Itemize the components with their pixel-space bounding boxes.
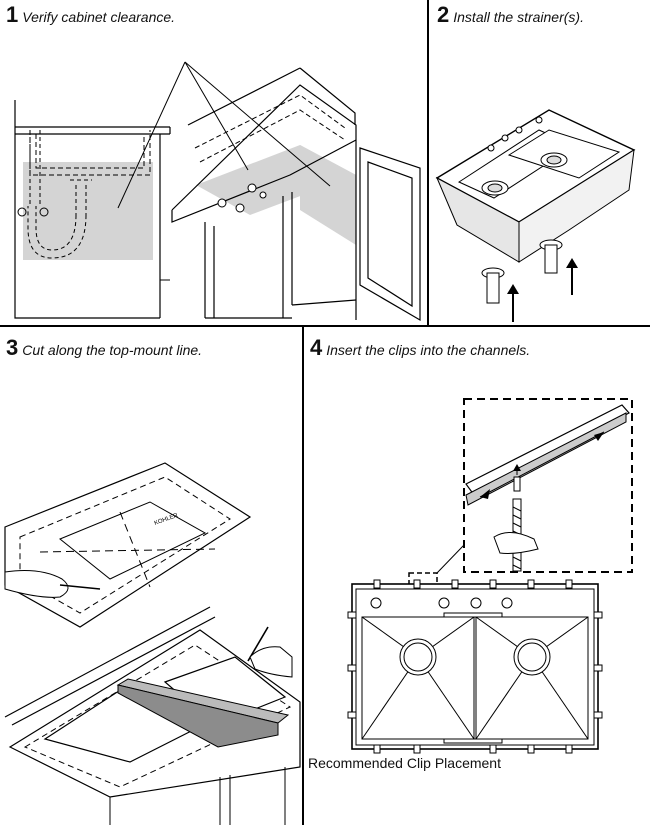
step-3-heading: 3 Cut along the top-mount line. [6,337,202,359]
step-4-text: Insert the clips into the channels. [326,342,531,358]
step-2-heading: 2 Install the strainer(s). [437,4,584,26]
cut-template-illustration: KOHLER [4,462,301,825]
cabinet-clearance-illustration [14,61,421,322]
step-3-panel: 3 Cut along the top-mount line. KOHLER [0,327,302,825]
divider-bottom-vertical [302,326,304,825]
step-1-heading: 1 Verify cabinet clearance. [6,4,175,26]
step-1-text: Verify cabinet clearance. [22,9,176,25]
step-2-panel: 2 Install the strainer(s). [429,0,650,325]
step-4-number: 4 [310,335,323,360]
step-2-text: Install the strainer(s). [453,9,584,25]
clip-placement-caption: Recommended Clip Placement [308,755,501,771]
divider-top-vertical [427,0,429,326]
clearance-zone-left [23,162,153,260]
step-4-heading: 4 Insert the clips into the channels. [310,337,530,359]
divider-horizontal [0,325,650,327]
step-1-number: 1 [6,2,19,27]
step-3-number: 3 [6,335,19,360]
step-2-number: 2 [437,2,450,27]
step-1-panel: 1 Verify cabinet clearance. [0,0,427,325]
clip-placement-illustration [347,398,633,754]
step-4-panel: 4 Insert the clips into the channels. [304,327,650,825]
step-3-text: Cut along the top-mount line. [22,342,203,358]
strainer-illustration [435,109,636,322]
